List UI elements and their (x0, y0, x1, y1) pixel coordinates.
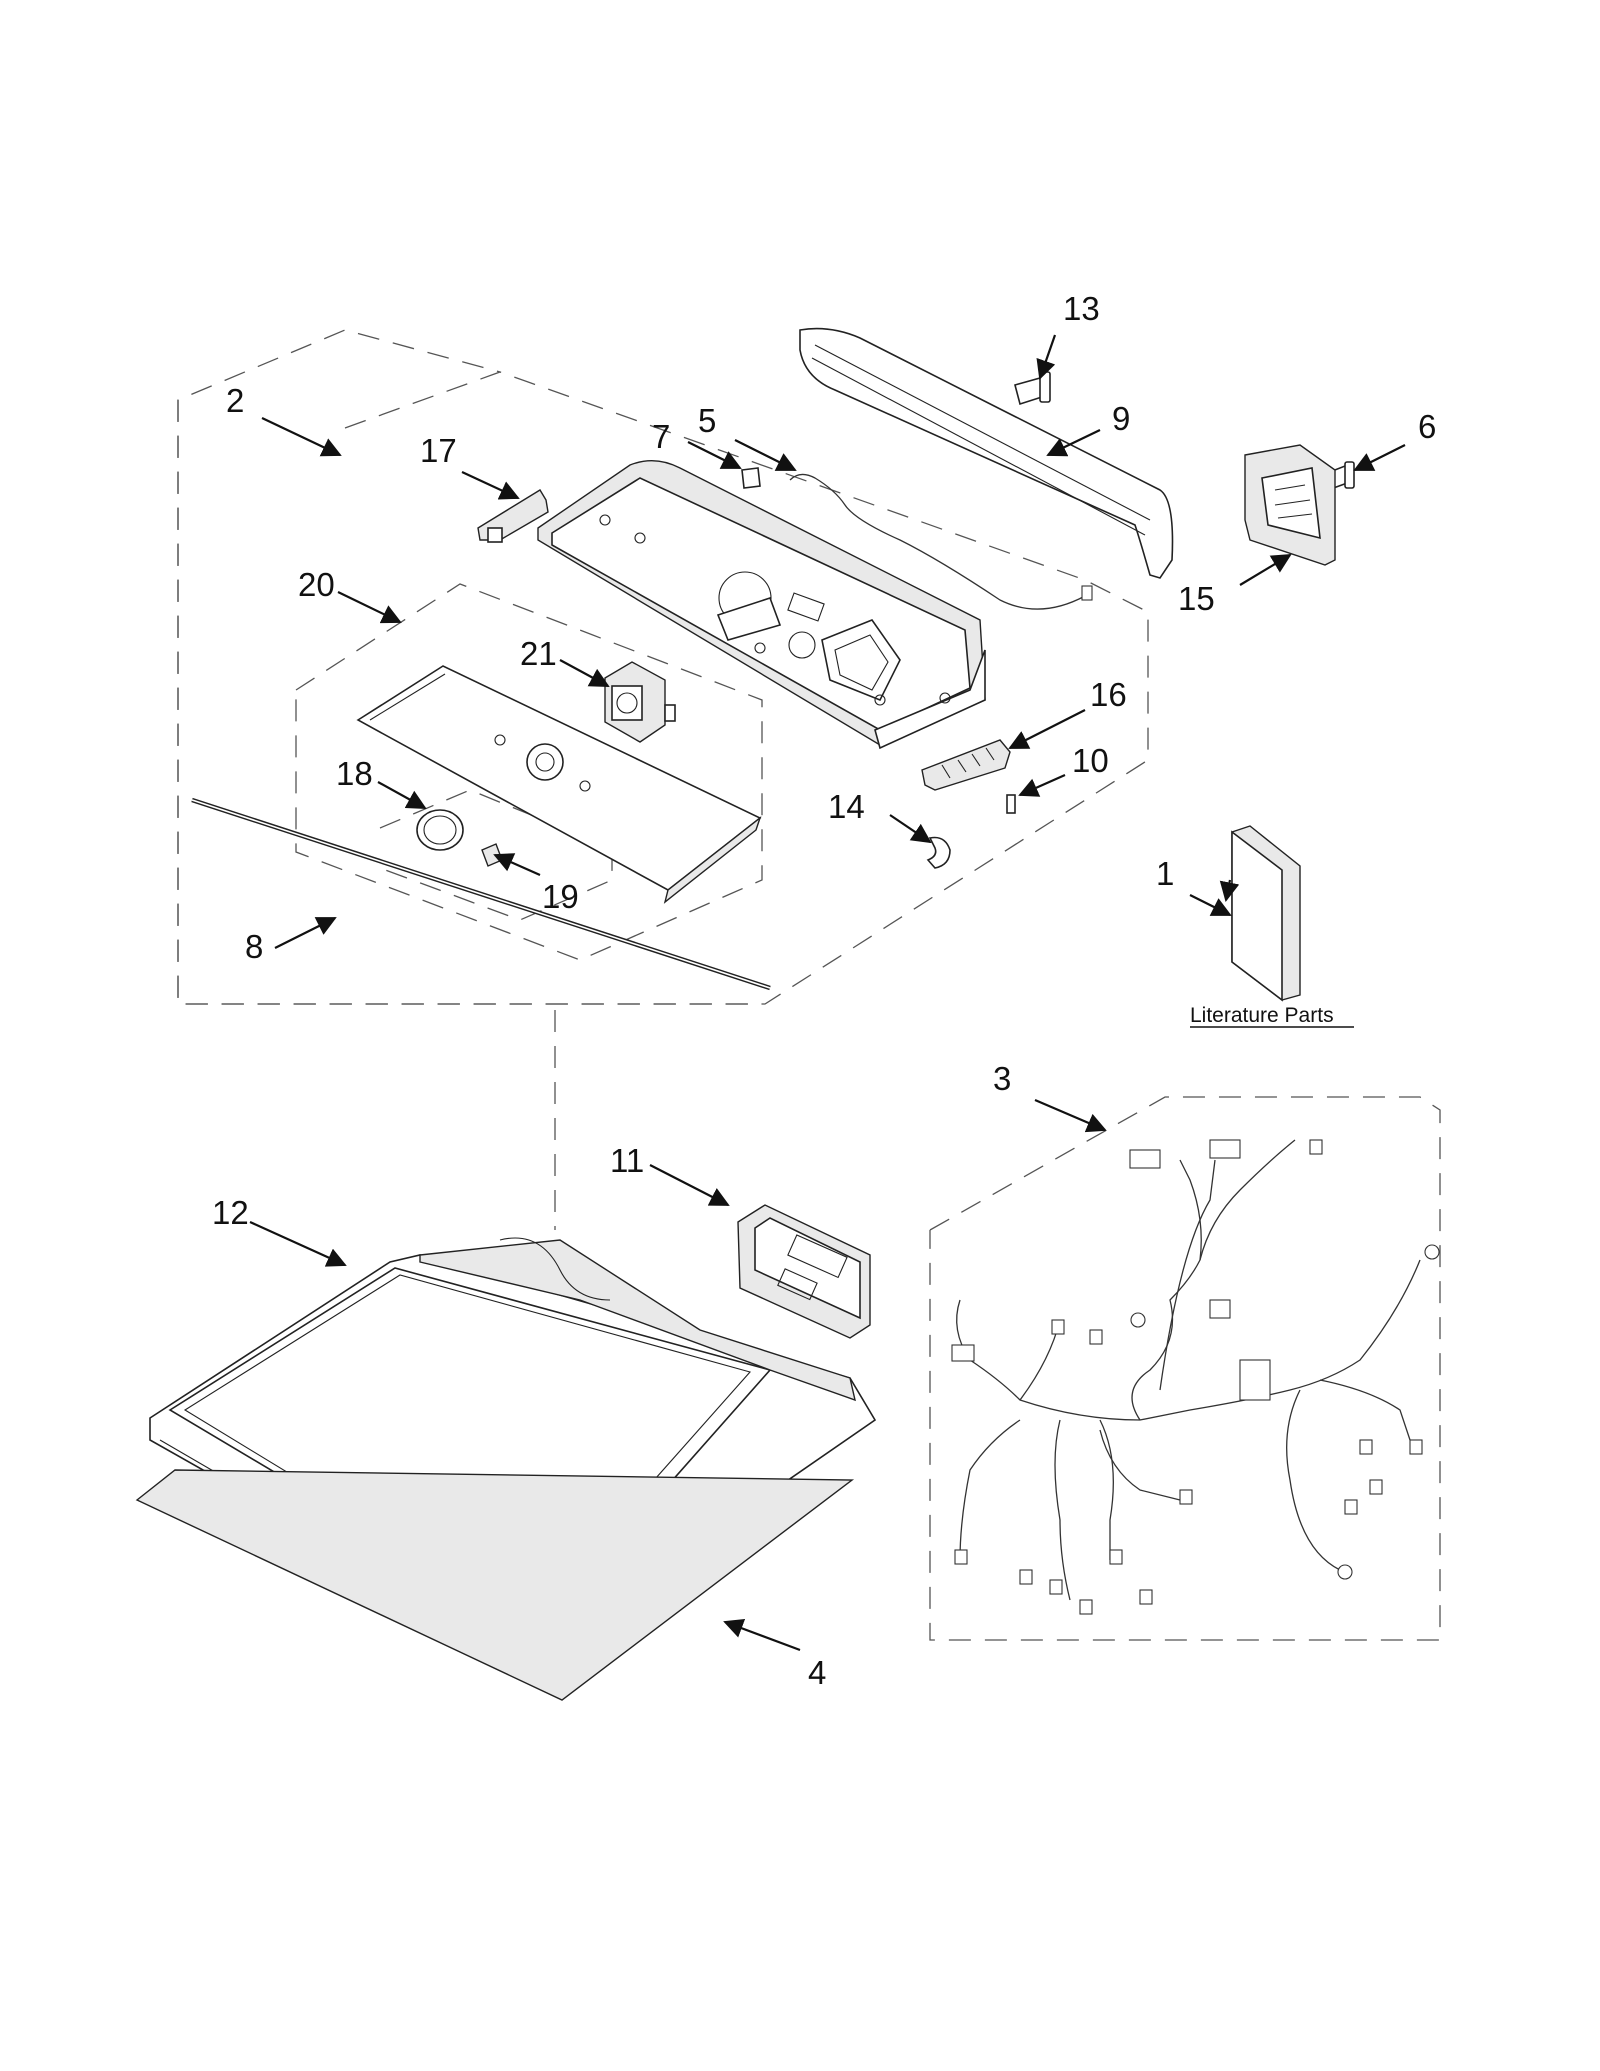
assembly-2-boundary (177, 329, 1149, 1005)
callout-14: 14 (828, 788, 865, 825)
part-13-screw (1014, 371, 1051, 406)
callout-16: 16 (1090, 676, 1127, 713)
part-7-clip (741, 467, 761, 489)
callout-18: 18 (336, 755, 373, 792)
callout-21: 21 (520, 635, 557, 672)
literature-parts-label: Literature Parts (1190, 1004, 1334, 1027)
part-18-ring (416, 809, 464, 851)
assembly-19-boundary (379, 789, 613, 921)
part-4-sheet (135, 1469, 855, 1701)
callout-8: 8 (245, 928, 263, 965)
assembly-3-boundary (929, 1096, 1441, 1641)
callout-11: 11 (610, 1142, 644, 1179)
part-14-clip (926, 836, 951, 869)
callout-6: 6 (1418, 408, 1436, 445)
callout-1: 1 (1156, 855, 1174, 892)
part-21-module (604, 661, 676, 743)
part-9-trim (799, 327, 1174, 579)
part-10-screw (1006, 794, 1016, 814)
part-16-bracket (921, 739, 1011, 791)
part-3-harness (951, 1139, 1440, 1615)
callout-13: 13 (1063, 290, 1100, 327)
callout-10: 10 (1072, 742, 1109, 779)
part-1-literature (1231, 825, 1301, 1002)
part-11-board (737, 1204, 871, 1339)
callout-2: 2 (226, 382, 244, 419)
assembly-20-boundary (295, 583, 763, 961)
part-19-knob (481, 843, 503, 867)
callout-7: 7 (652, 418, 670, 455)
part-5-wire (789, 473, 1093, 610)
control-console-housing (537, 460, 986, 750)
callout-9: 9 (1112, 400, 1130, 437)
part-20-panel (356, 665, 762, 904)
callout-12: 12 (212, 1194, 249, 1231)
callout-arrows (249, 334, 1406, 1652)
callout-3: 3 (993, 1060, 1011, 1097)
callout-19: 19 (542, 878, 579, 915)
callout-17: 17 (420, 432, 457, 469)
part-15-bracket (1244, 444, 1336, 566)
callout-4: 4 (808, 1654, 826, 1691)
callout-20: 20 (298, 566, 335, 603)
callout-5: 5 (698, 402, 716, 439)
part-17-hinge (477, 489, 549, 543)
callout-15: 15 (1178, 580, 1215, 617)
part-8-rod (191, 797, 771, 991)
